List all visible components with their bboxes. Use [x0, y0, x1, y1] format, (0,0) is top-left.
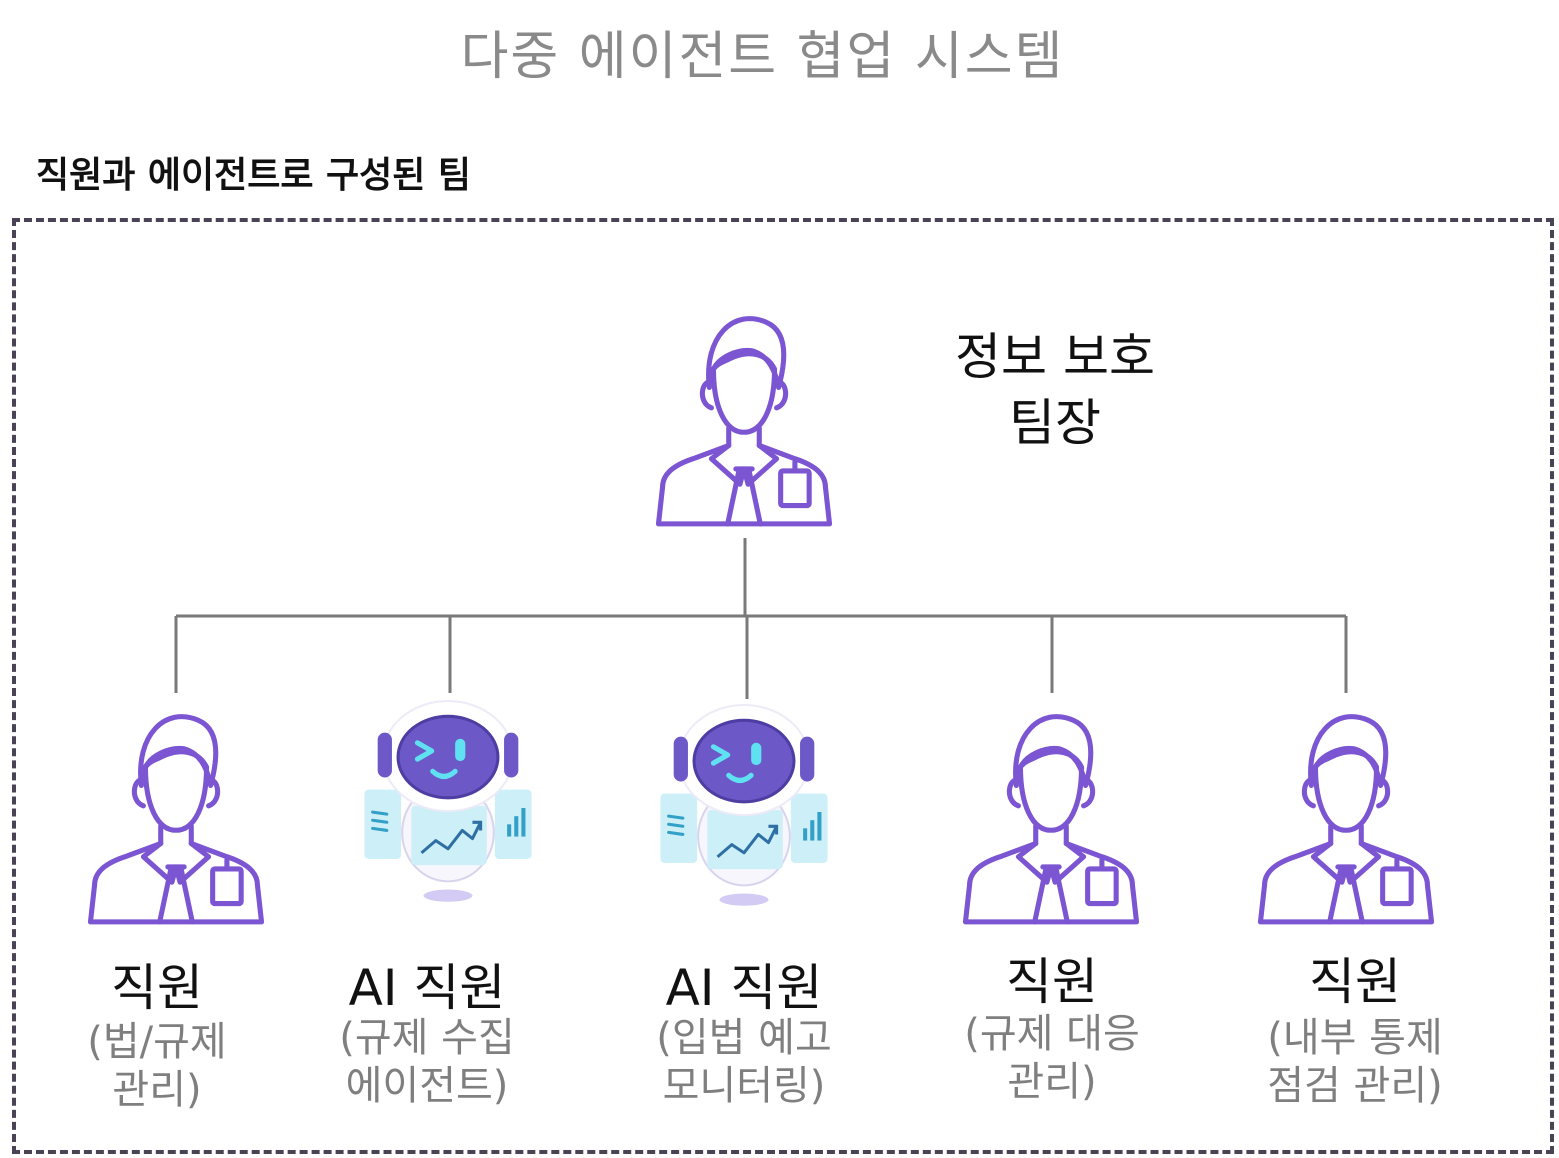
- member-name: 직원: [111, 959, 203, 1017]
- person-icon: [959, 704, 1143, 928]
- team-label: 직원과 에이전트로 구성된 팀: [36, 155, 472, 196]
- robot-icon: [356, 700, 540, 914]
- member-role: (규제 수집 에이전트): [339, 1015, 515, 1109]
- person-icon: [1254, 704, 1438, 928]
- member-role: (내부 통제 점검 관리): [1267, 1015, 1443, 1109]
- member-name: AI 직원: [348, 959, 506, 1017]
- person-icon: [84, 704, 268, 928]
- member-role: (규제 대응 관리): [964, 1011, 1140, 1105]
- leader-name: 정보 보호 팀장: [955, 328, 1155, 452]
- robot-icon: [652, 704, 836, 918]
- member-name: 직원: [1309, 953, 1401, 1011]
- page-title: 다중 에이전트 협업 시스템: [460, 27, 1065, 87]
- member-role: (법/규제 관리): [87, 1019, 227, 1113]
- member-name: 직원: [1006, 953, 1098, 1011]
- member-role: (입법 예고 모니터링): [656, 1015, 832, 1109]
- member-name: AI 직원: [665, 959, 823, 1017]
- person-icon: [652, 306, 836, 530]
- team-boundary: [12, 218, 1554, 1154]
